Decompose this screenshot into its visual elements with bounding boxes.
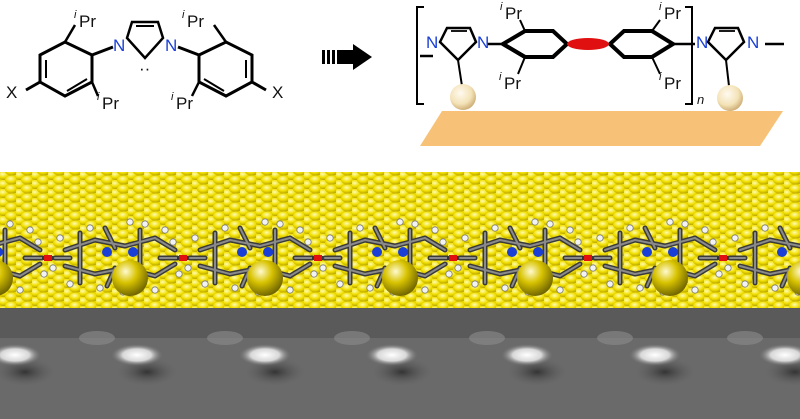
polymer-nitrogen-4: N — [747, 33, 759, 52]
svg-text:i: i — [659, 71, 662, 83]
linker-bond-model — [449, 255, 457, 261]
svg-text:Pr: Pr — [504, 74, 521, 93]
stm-bright-feature — [629, 344, 681, 366]
repeat-subscript: n — [697, 92, 704, 107]
ipr-group-polymer-bottom-left: i Pr — [499, 71, 521, 93]
polymer-chain-model — [0, 218, 800, 296]
svg-text:Pr: Pr — [187, 12, 204, 31]
ipr-group-monomer-bottom-left: i Pr — [97, 91, 119, 113]
stm-bright-feature — [239, 344, 291, 366]
monomer-structure — [25, 20, 267, 98]
adatom-bead-right — [717, 85, 743, 111]
reaction-scheme: X X N N ·· i Pr i Pr i Pr i Pr — [6, 1, 784, 146]
polymer-repeat-unit — [724, 224, 800, 296]
polymer-nitrogen-2: N — [477, 33, 489, 52]
x-right-label: X — [272, 83, 283, 102]
ipr-group-polymer-bottom-right: i Pr — [659, 71, 681, 93]
gold-adatom-sphere — [652, 260, 688, 296]
ipr-group-monomer-top-left: i Pr — [74, 9, 96, 31]
gold-adatom-sphere — [517, 260, 553, 296]
gold-adatom-sphere — [112, 260, 148, 296]
polymer-repeat-unit — [454, 218, 588, 296]
nitrogen-left-label: N — [113, 36, 125, 55]
svg-text:i: i — [171, 91, 174, 103]
x-left-label: X — [6, 83, 17, 102]
molecular-model-panel — [0, 172, 800, 308]
nitrogen-right-label: N — [165, 36, 177, 55]
polymer-nitrogen-1: N — [426, 33, 438, 52]
stm-bright-feature — [111, 344, 163, 366]
svg-text:Pr: Pr — [102, 94, 119, 113]
gold-adatom-sphere — [787, 260, 800, 296]
polymer-repeat-unit — [589, 218, 723, 296]
polymer-repeat-unit — [319, 218, 453, 296]
stm-bright-feature — [759, 344, 800, 366]
linker-bond-model — [179, 255, 187, 261]
svg-text:i: i — [500, 1, 503, 13]
stm-bright-feature — [366, 344, 418, 366]
ipr-group-monomer-top-right: i Pr — [182, 9, 204, 31]
gold-adatom-sphere — [247, 260, 283, 296]
reaction-arrow — [322, 44, 372, 70]
stm-bright-feature — [501, 344, 553, 366]
adatom-bead-left — [450, 84, 476, 110]
svg-text:i: i — [97, 91, 100, 103]
gold-adatom-sphere — [382, 260, 418, 296]
linker-bond-model — [314, 255, 322, 261]
linker-bond — [567, 38, 609, 50]
svg-text:i: i — [182, 9, 185, 21]
ipr-group-polymer-top-left: i Pr — [500, 1, 522, 23]
substrate-plate — [420, 111, 783, 146]
svg-text:Pr: Pr — [664, 74, 681, 93]
svg-text:Pr: Pr — [664, 4, 681, 23]
polymer-nitrogen-3: N — [696, 33, 708, 52]
stm-bright-feature — [0, 344, 41, 366]
svg-text:i: i — [659, 1, 662, 13]
carbene-dots: ·· — [139, 59, 150, 78]
linker-bond-model — [584, 255, 592, 261]
stm-features — [0, 331, 800, 386]
svg-text:i: i — [74, 9, 77, 21]
ipr-group-monomer-bottom-right: i Pr — [171, 91, 193, 113]
linker-bond-model — [44, 255, 52, 261]
polymer-repeat-unit — [0, 220, 48, 296]
svg-text:i: i — [499, 71, 502, 83]
linker-bond-model — [719, 255, 727, 261]
svg-text:Pr: Pr — [79, 12, 96, 31]
gold-adatom-sphere — [0, 260, 13, 296]
stm-image-panel — [0, 308, 800, 419]
ipr-group-polymer-top-right: i Pr — [659, 1, 681, 23]
polymer-structure — [416, 6, 784, 105]
svg-text:Pr: Pr — [505, 4, 522, 23]
polymer-repeat-unit — [49, 218, 183, 296]
polymer-repeat-unit — [184, 218, 318, 296]
svg-text:Pr: Pr — [176, 94, 193, 113]
